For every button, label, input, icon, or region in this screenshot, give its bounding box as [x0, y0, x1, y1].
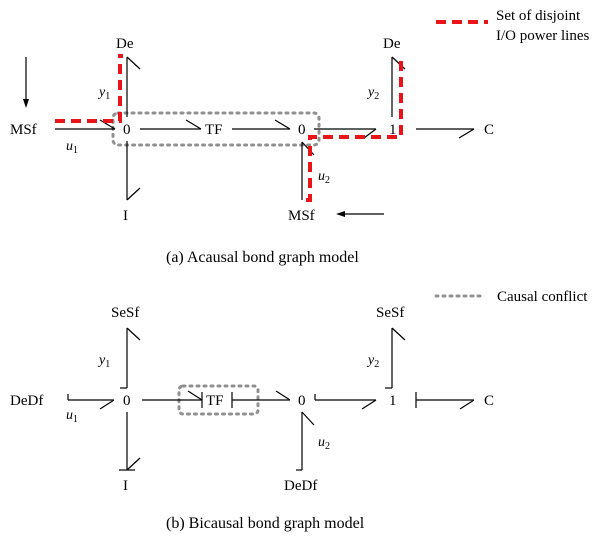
bond-dedf-left-zero — [67, 394, 115, 410]
bond-zero-i-b — [119, 412, 141, 471]
io-legend-line1: Set of disjoint — [496, 8, 581, 24]
bond-zero-sesf-left — [120, 327, 141, 389]
signal-y1: y1 — [97, 85, 110, 102]
node-zero-left: 0 — [123, 122, 131, 138]
io-power-line-2 — [306, 58, 405, 202]
bond-one-de-right — [391, 56, 406, 117]
io-power-line-1 — [55, 54, 123, 123]
acausal-bond-graph: Set of disjoint I/O power lines — [10, 8, 589, 266]
signal-arrow-msf-bottom — [336, 211, 384, 217]
bond-dedf-bottom-zero — [296, 411, 315, 471]
node-zero-right-b: 0 — [298, 393, 306, 409]
signal-y2-b: y2 — [366, 353, 379, 370]
bond-zero-one-b — [314, 394, 377, 410]
node-tf: TF — [205, 122, 223, 138]
node-sesf-left: SeSf — [111, 305, 139, 321]
causal-conflict-legend-label: Causal conflict — [497, 289, 588, 305]
node-i: I — [123, 208, 128, 224]
node-dedf-left: DeDf — [10, 393, 43, 409]
bond-one-c-b — [415, 392, 475, 410]
node-de-left: De — [116, 36, 134, 52]
node-c-b: C — [484, 393, 494, 409]
bond-tf-zero-b — [231, 390, 291, 408]
signal-arrow-msf-left — [23, 57, 29, 108]
signal-y1-b: y1 — [97, 353, 110, 370]
node-de-right: De — [383, 36, 401, 52]
caption-b: (b) Bicausal bond graph model — [166, 515, 365, 532]
bond-one-sesf-right — [385, 327, 406, 389]
node-sesf-right: SeSf — [376, 305, 404, 321]
node-i-b: I — [123, 478, 128, 494]
node-one: 1 — [389, 122, 397, 138]
bond-zero-tf — [140, 119, 202, 130]
node-msf-left: MSf — [10, 122, 37, 138]
signal-u1: u1 — [66, 139, 78, 156]
bond-zero-de-left — [126, 56, 141, 117]
bond-tf-zero — [232, 119, 291, 130]
signal-u2: u2 — [318, 169, 330, 186]
bond-one-c — [416, 128, 475, 139]
bond-msf-left-zero — [55, 119, 116, 130]
signal-u2-b: u2 — [318, 435, 330, 452]
node-zero-right: 0 — [298, 122, 306, 138]
node-msf-bottom: MSf — [288, 208, 315, 224]
node-dedf-bottom: DeDf — [284, 478, 317, 494]
io-legend-line2: I/O power lines — [496, 28, 589, 44]
node-zero-left-b: 0 — [123, 393, 131, 409]
bond-zero-i — [126, 141, 141, 201]
bicausal-bond-graph: Causal conflict — [10, 289, 588, 532]
node-one-b: 1 — [389, 393, 397, 409]
caption-a: (a) Acausal bond graph model — [166, 249, 359, 266]
bond-zero-tf-b — [142, 390, 203, 408]
signal-y2: y2 — [366, 85, 379, 102]
bond-zero-one — [314, 128, 377, 139]
node-c: C — [484, 122, 494, 138]
signal-u1-b: u1 — [66, 408, 78, 425]
node-tf-b: TF — [206, 393, 224, 409]
